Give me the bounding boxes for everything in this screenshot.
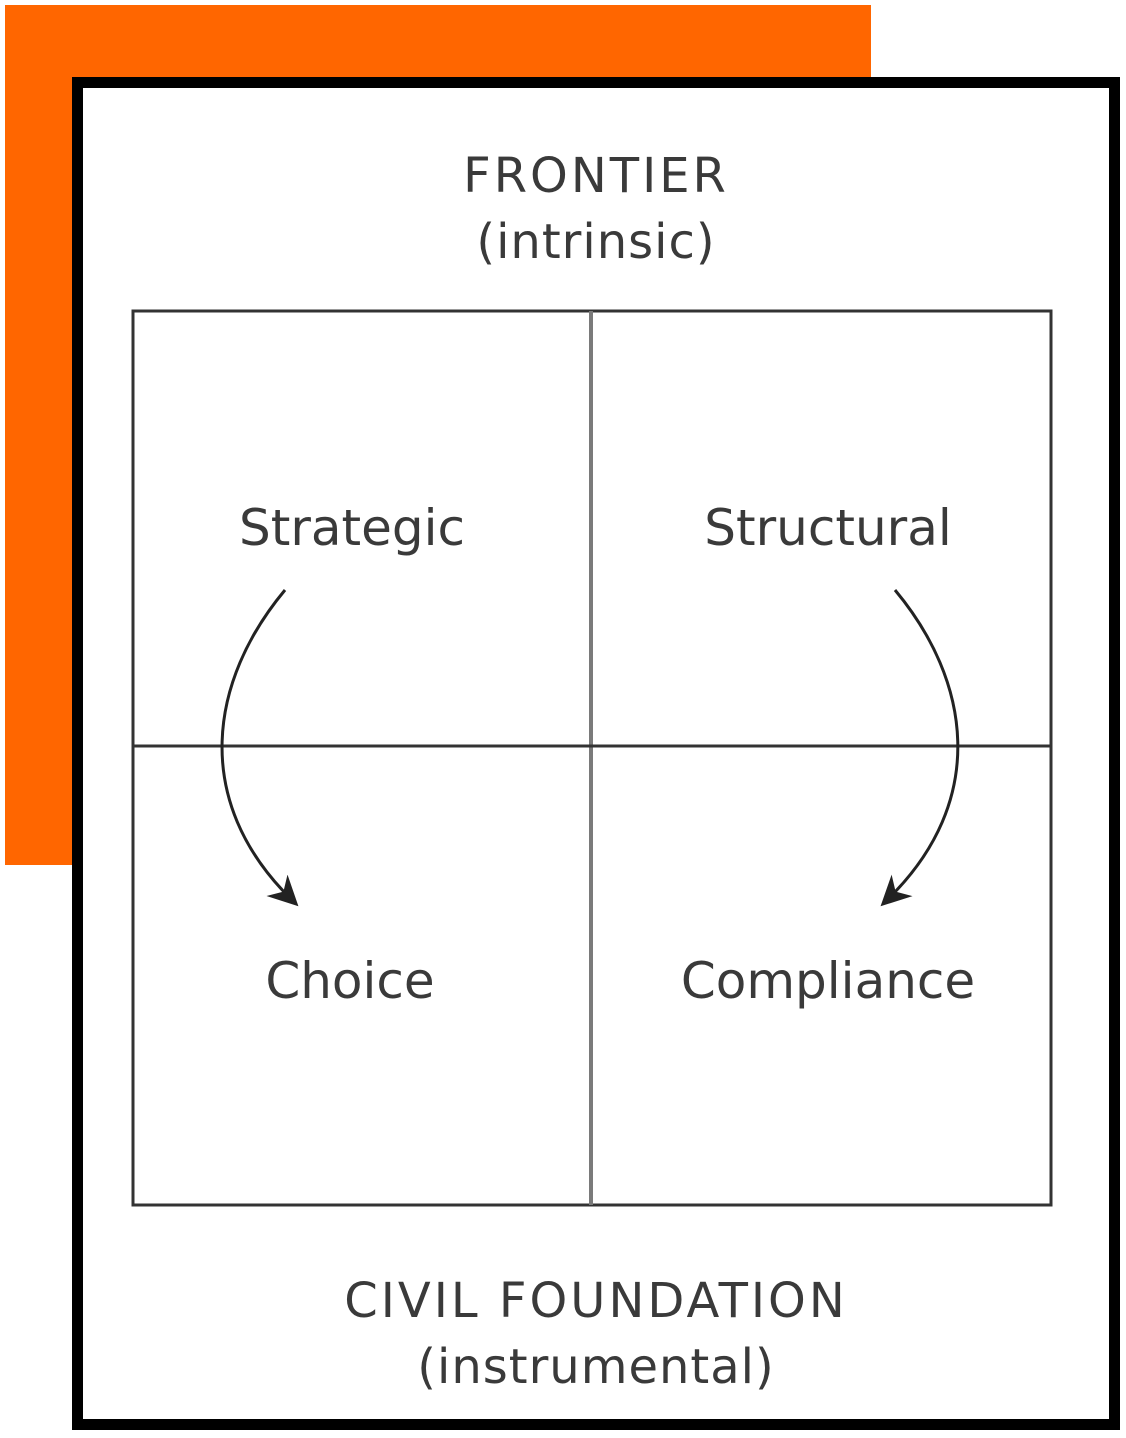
quadrant-structural-label: Structural — [704, 499, 951, 557]
frontier-title: FRONTIER — [463, 148, 729, 204]
top-axis-label: FRONTIER (intrinsic) — [83, 148, 1109, 271]
civil-foundation-title: CIVIL FOUNDATION — [344, 1273, 848, 1329]
frontier-subtitle: (intrinsic) — [476, 213, 716, 270]
civil-foundation-subtitle: (instrumental) — [417, 1338, 775, 1395]
quadrant-strategic-label: Strategic — [239, 499, 465, 557]
bottom-axis-label: CIVIL FOUNDATION (instrumental) — [83, 1273, 1109, 1396]
quadrant-compliance-label: Compliance — [681, 952, 975, 1010]
structural-to-compliance-arrow — [880, 589, 960, 907]
quadrant-choice-label: Choice — [265, 952, 434, 1010]
strategic-to-choice-arrow — [220, 589, 299, 907]
